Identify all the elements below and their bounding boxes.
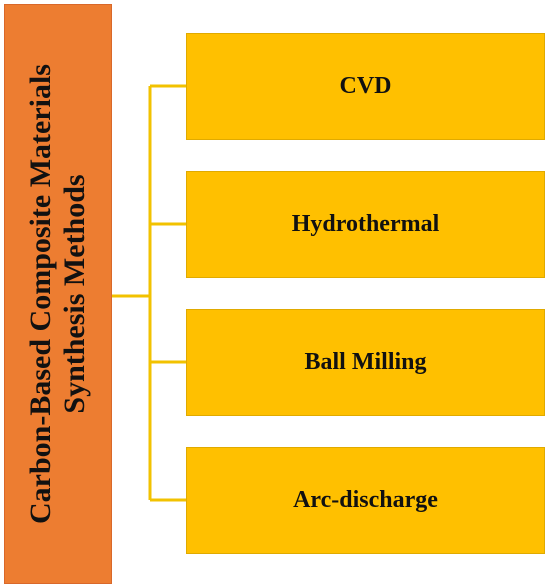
- method-box-ball-milling: Ball Milling: [186, 309, 545, 416]
- method-box-hydrothermal: Hydrothermal: [186, 171, 545, 278]
- method-label-hydrothermal: Hydrothermal: [291, 211, 440, 237]
- method-box-arc-discharge: Arc-discharge: [186, 447, 545, 554]
- root-node-box: Carbon-Based Composite Materials Synthes…: [4, 4, 112, 584]
- method-label-ball-milling: Ball Milling: [304, 349, 427, 375]
- method-label-cvd: CVD: [339, 73, 392, 99]
- method-label-arc-discharge: Arc-discharge: [293, 487, 438, 513]
- method-box-cvd: CVD: [186, 33, 545, 140]
